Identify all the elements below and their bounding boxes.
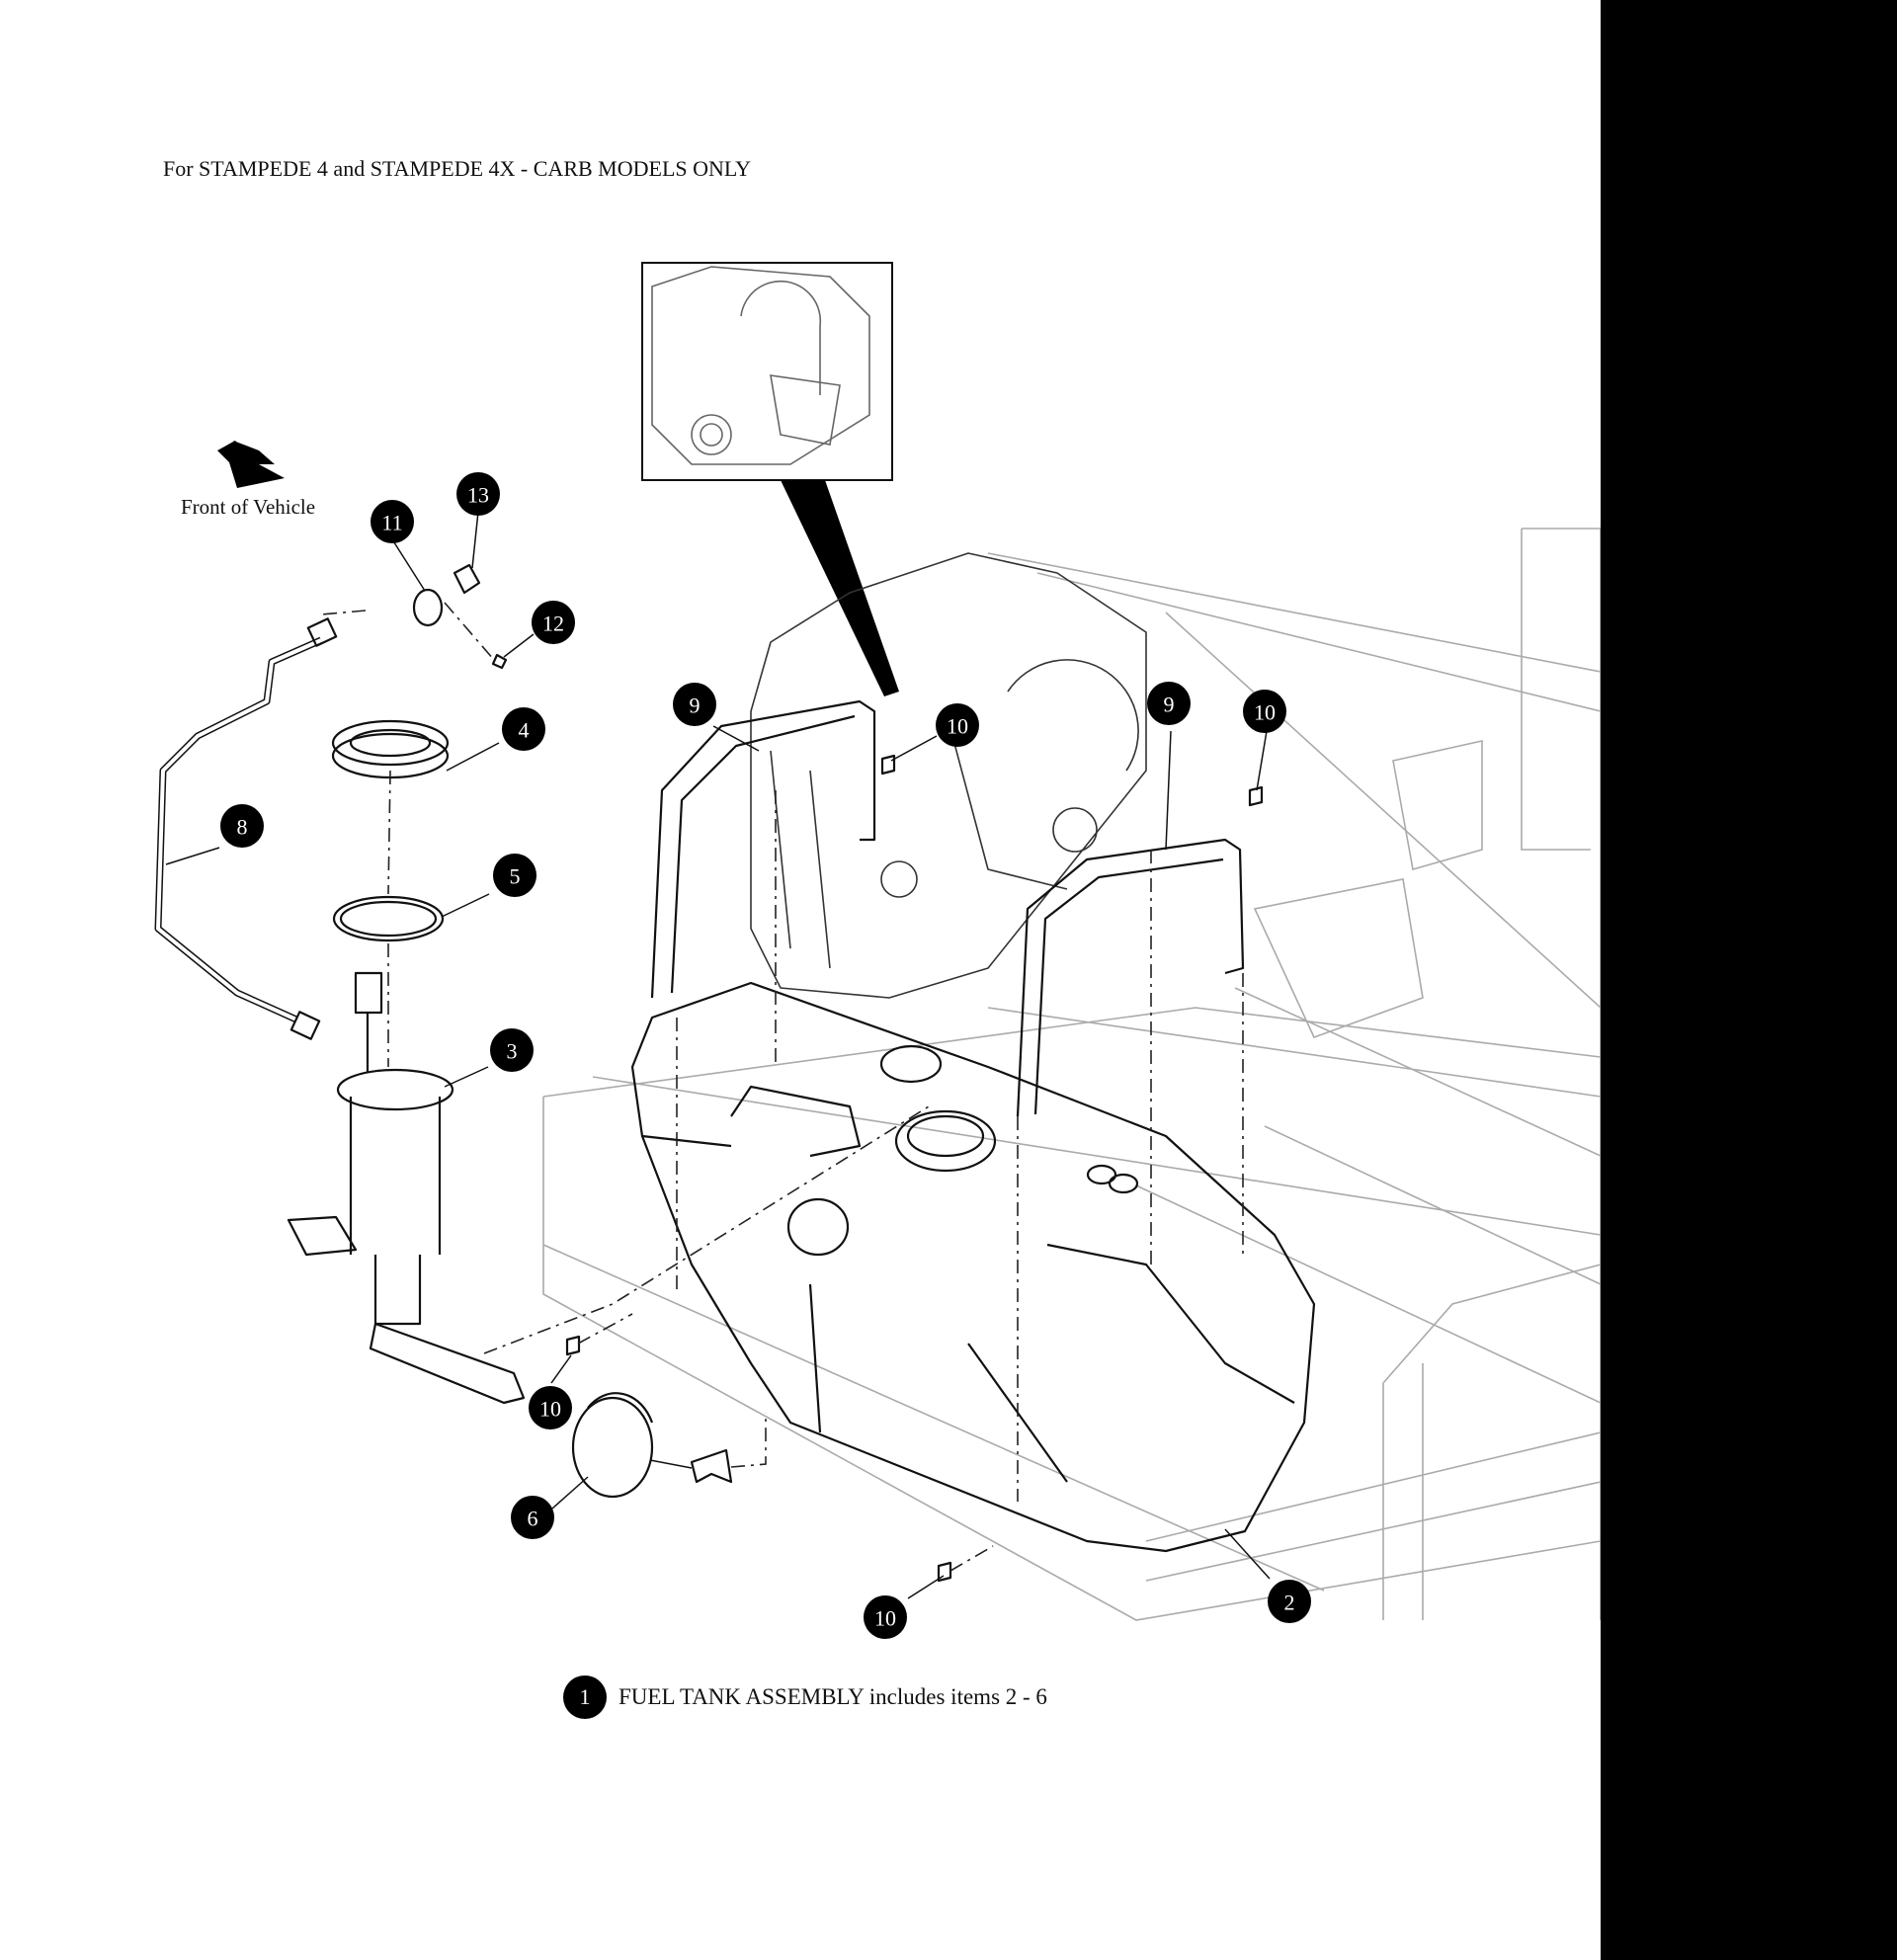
callout-13: 13 (456, 472, 500, 516)
fuel-tank (630, 981, 1316, 1553)
fuel-line (154, 617, 338, 1040)
callout-2: 2 (1268, 1580, 1311, 1623)
page-title: For STAMPEDE 4 and STAMPEDE 4X - CARB MO… (163, 156, 752, 181)
svg-text:12: 12 (542, 612, 564, 636)
legend-callout-1: 1 (563, 1675, 607, 1719)
svg-text:9: 9 (1164, 693, 1175, 717)
fitting-parts (412, 563, 508, 670)
svg-text:2: 2 (1284, 1591, 1295, 1615)
front-arrow-icon (217, 441, 285, 488)
svg-text:9: 9 (690, 694, 701, 718)
filler-cap (571, 1392, 733, 1499)
svg-text:11: 11 (381, 511, 402, 535)
callout-5: 5 (493, 854, 536, 897)
engine (750, 552, 1147, 999)
callout-4: 4 (502, 707, 545, 751)
lock-ring (331, 719, 450, 779)
mounting-screws (565, 754, 1264, 1583)
callout-3: 3 (490, 1028, 534, 1072)
svg-text:8: 8 (237, 815, 248, 840)
tank-straps (650, 699, 1245, 1117)
vehicle-frame (542, 528, 1601, 1621)
callout-10-bottom: 10 (864, 1595, 907, 1639)
callout-8: 8 (220, 804, 264, 848)
svg-text:6: 6 (528, 1507, 538, 1531)
callout-10-left: 10 (529, 1386, 572, 1429)
page-edge-bar (1601, 0, 1897, 1960)
callout-9-right: 9 (1147, 682, 1191, 725)
callout-9-left: 9 (673, 683, 716, 726)
fuel-pump-seal (332, 895, 445, 942)
svg-text:10: 10 (874, 1606, 896, 1631)
legend-text: FUEL TANK ASSEMBLY includes items 2 - 6 (619, 1684, 1047, 1709)
svg-text:10: 10 (1254, 700, 1276, 725)
callout-leaders (165, 511, 1271, 1599)
svg-text:10: 10 (947, 714, 968, 739)
fuel-pump (287, 971, 526, 1405)
callout-11: 11 (371, 500, 414, 543)
callout-10-right: 10 (1243, 690, 1286, 733)
assembly-legend: 1 FUEL TANK ASSEMBLY includes items 2 - … (563, 1675, 1047, 1719)
svg-text:3: 3 (507, 1039, 518, 1064)
exploded-parts-diagram: Front of Vehicle 11 13 12 4 8 5 3 9 10 9… (154, 262, 1601, 1639)
callout-10-engine: 10 (936, 703, 979, 747)
front-of-vehicle-label: Front of Vehicle (181, 495, 315, 519)
svg-text:5: 5 (510, 864, 521, 889)
assembly-lines (320, 602, 1244, 1572)
callout-6: 6 (511, 1496, 554, 1539)
svg-text:4: 4 (519, 718, 530, 743)
inset-detail-box (641, 262, 899, 696)
svg-text:10: 10 (539, 1397, 561, 1422)
svg-text:13: 13 (467, 483, 489, 508)
callout-12: 12 (532, 601, 575, 644)
